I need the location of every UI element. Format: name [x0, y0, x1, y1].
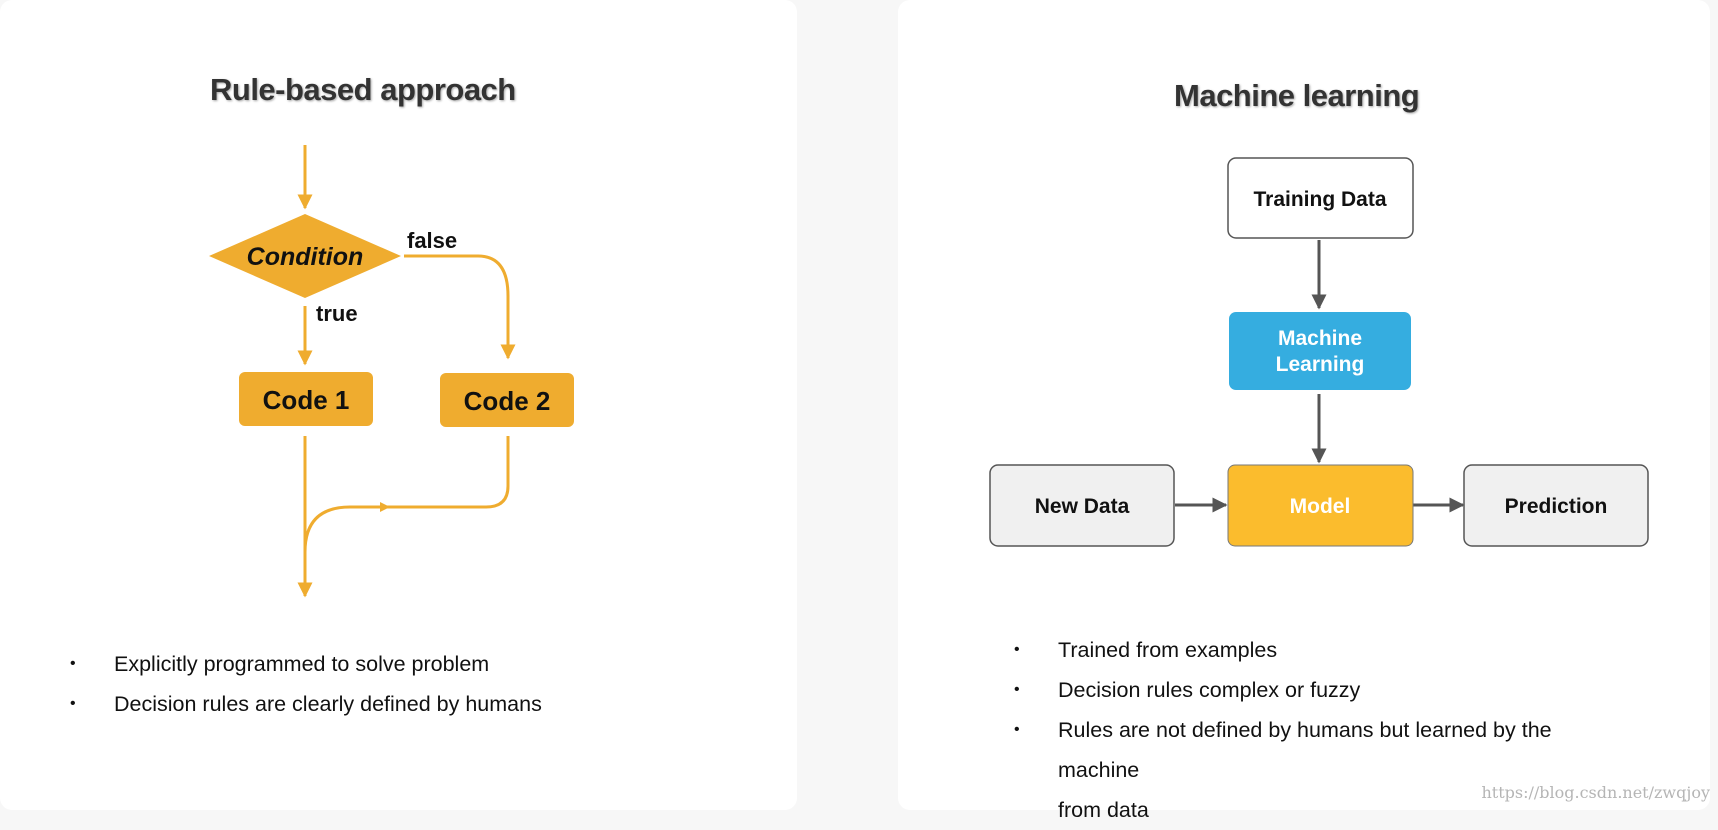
new-data-box — [989, 464, 1175, 547]
list-item: • Decision rules are clearly defined by … — [70, 684, 710, 724]
model-box — [1227, 464, 1414, 547]
list-item: • Decision rules complex or fuzzy — [1014, 670, 1574, 710]
bullet-text: Decision rules are clearly defined by hu… — [114, 692, 542, 716]
bullet-dot: • — [1014, 641, 1020, 658]
list-item: • Rules are not defined by humans but le… — [1014, 710, 1574, 790]
false-label: false — [407, 228, 457, 253]
bullet-text: Rules are not defined by humans but lear… — [1058, 718, 1552, 782]
prediction-box — [1463, 464, 1649, 547]
training-data-label: Training Data — [1253, 188, 1386, 211]
bullet-dot: • — [1014, 681, 1020, 698]
list-item: • Explicitly programmed to solve problem — [70, 644, 710, 684]
bullet-text: Decision rules complex or fuzzy — [1058, 678, 1361, 702]
rule-based-bullets: • Explicitly programmed to solve problem… — [70, 644, 710, 724]
bullet-dot: • — [70, 655, 76, 672]
machine-learning-box — [1229, 312, 1411, 390]
prediction-label: Prediction — [1505, 495, 1608, 518]
machine-learning-label-line2: Learning — [1276, 353, 1365, 376]
bullet-dot: • — [70, 695, 76, 712]
bullet-text: Explicitly programmed to solve problem — [114, 652, 490, 676]
model-label: Model — [1290, 495, 1351, 518]
code2-merge-line — [303, 436, 510, 553]
code2-box — [440, 373, 574, 427]
new-data-label: New Data — [1035, 495, 1130, 518]
false-arrow — [404, 254, 516, 360]
condition-label: Condition — [247, 243, 364, 271]
machine-learning-label-line1: Machine — [1278, 327, 1362, 350]
machine-learning-title: Machine learning — [1174, 78, 1420, 113]
rule-based-title: Rule-based approach — [210, 72, 516, 107]
merge-arrow-head — [380, 502, 390, 512]
bullet-text: Trained from examples — [1058, 638, 1278, 662]
bullet-dot: • — [1014, 721, 1020, 738]
true-label: true — [316, 301, 358, 326]
condition-diamond — [209, 214, 401, 298]
list-item: • Trained from examples — [1014, 630, 1574, 670]
rule-based-flowchart: Condition false true Code 1 Code 2 — [209, 145, 574, 598]
watermark-text: https://blog.csdn.net/zwqjoy — [1481, 783, 1710, 802]
code1-label: Code 1 — [263, 385, 350, 415]
machine-learning-panel: Machine learning Training Data Machine L… — [898, 0, 1710, 822]
rule-based-panel: Rule-based approach Condition false true — [0, 0, 797, 810]
code2-label: Code 2 — [464, 386, 551, 416]
training-data-box — [1227, 157, 1414, 239]
code1-box — [239, 372, 373, 426]
machine-learning-flowchart: Training Data Machine Learning New Data … — [989, 157, 1649, 547]
bullet-text: from data — [1058, 798, 1149, 822]
